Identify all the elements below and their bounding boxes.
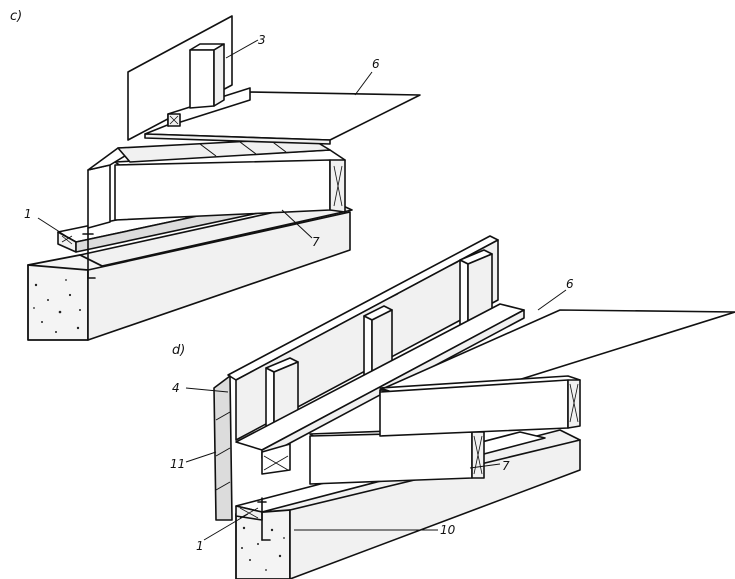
section-d: d) [170,235,735,579]
floor-joist-front-d [309,427,485,485]
label-d-11: 11 [170,457,185,471]
label-c-6: 6 [372,57,380,71]
section-d-label: d) [172,343,185,358]
label-d-6: 6 [566,277,574,291]
foundation-wall-c [27,199,353,341]
exterior-sheathing-d [213,375,233,521]
label-d-1: 1 [196,539,204,553]
anchor-bolt-c [82,227,96,279]
label-c-3: 3 [258,33,266,47]
label-d-4: 4 [172,381,180,395]
section-c-label: c) [10,9,22,24]
label-c-7: 7 [312,235,320,249]
label-d-7: 7 [502,459,510,473]
floor-joist-back-d [379,375,581,437]
label-c-1: 1 [24,207,32,221]
section-c: c) [10,9,421,341]
rim-joist-c [114,149,346,221]
label-d-10: 10 [440,523,456,537]
wall-panel-c [127,15,251,141]
joist-header-d [261,443,291,475]
anchor-bolt-d [257,497,271,541]
